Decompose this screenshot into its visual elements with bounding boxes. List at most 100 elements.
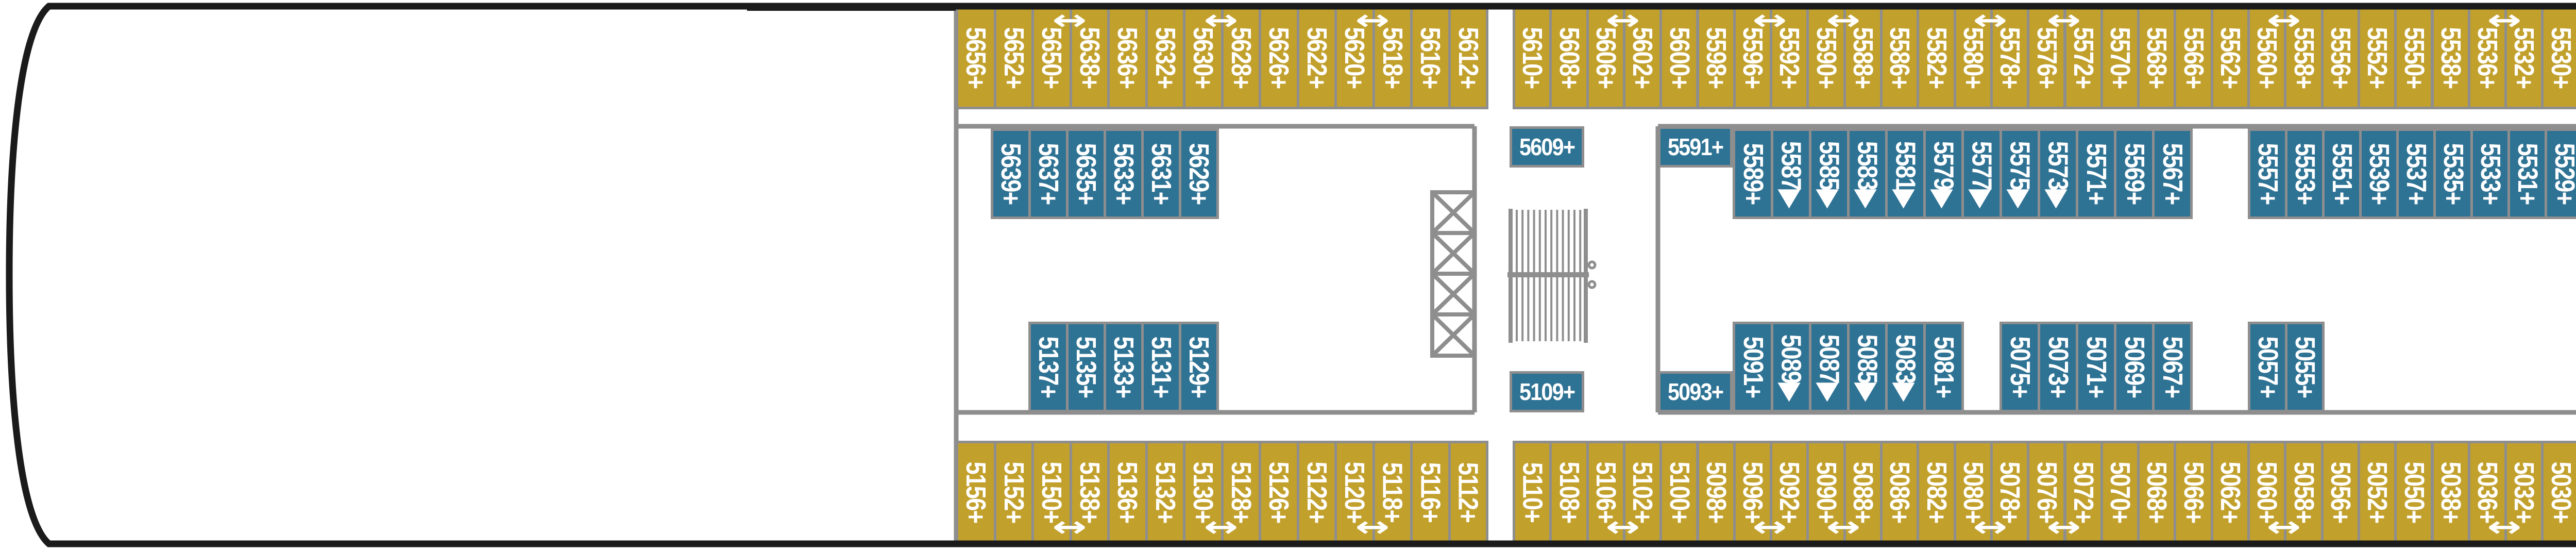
cabin-number: 5556+ bbox=[2325, 27, 2356, 89]
cabin-5567[interactable]: 5567+ bbox=[2152, 128, 2193, 219]
cabin-5600[interactable]: 5600+ bbox=[1659, 6, 1699, 109]
cabin-5069[interactable]: 5069+ bbox=[2114, 322, 2155, 412]
cabin-5093[interactable]: 5093+ bbox=[1658, 371, 1733, 412]
cabin-5635[interactable]: 5635+ bbox=[1066, 128, 1106, 219]
cabin-5585[interactable]: 5585▶ bbox=[1809, 128, 1850, 219]
cabin-5637[interactable]: 5637+ bbox=[1028, 128, 1069, 219]
cabin-5629[interactable]: 5629+ bbox=[1179, 128, 1219, 219]
cabin-5533[interactable]: 5533+ bbox=[2470, 128, 2510, 219]
cabin-5136[interactable]: 5136+ bbox=[1107, 441, 1148, 544]
cabin-5073[interactable]: 5073+ bbox=[2038, 322, 2078, 412]
cabin-5556[interactable]: 5556+ bbox=[2320, 6, 2360, 109]
cabin-5656[interactable]: 5656+ bbox=[956, 6, 996, 109]
cabin-5087[interactable]: 5087▶ bbox=[1809, 322, 1850, 412]
cabin-5552[interactable]: 5552+ bbox=[2357, 6, 2397, 109]
cabin-5050[interactable]: 5050+ bbox=[2394, 441, 2434, 544]
cabin-5551[interactable]: 5551+ bbox=[2322, 128, 2362, 219]
cabin-5610[interactable]: 5610+ bbox=[1513, 6, 1552, 109]
cabin-5591[interactable]: 5591+ bbox=[1658, 126, 1733, 168]
cabin-5109[interactable]: 5109+ bbox=[1510, 371, 1584, 412]
cabin-5530[interactable]: 5530+ bbox=[2541, 6, 2576, 109]
cabin-5030[interactable]: 5030+ bbox=[2541, 441, 2576, 544]
cabin-5566[interactable]: 5566+ bbox=[2174, 6, 2213, 109]
cabin-5091[interactable]: 5091+ bbox=[1733, 322, 1773, 412]
cabin-5569[interactable]: 5569+ bbox=[2114, 128, 2155, 219]
cabin-5626[interactable]: 5626+ bbox=[1259, 6, 1299, 109]
cabin-5539[interactable]: 5539+ bbox=[2359, 128, 2399, 219]
cabin-5538[interactable]: 5538+ bbox=[2431, 6, 2470, 109]
cabin-5587[interactable]: 5587▶ bbox=[1771, 128, 1811, 219]
cabin-number: 5631+ bbox=[1146, 143, 1177, 205]
cabin-5156[interactable]: 5156+ bbox=[956, 441, 996, 544]
cabin-5582[interactable]: 5582+ bbox=[1917, 6, 1956, 109]
cabin-5632[interactable]: 5632+ bbox=[1145, 6, 1185, 109]
cabin-5553[interactable]: 5553+ bbox=[2285, 128, 2325, 219]
cabin-5573[interactable]: 5573▶ bbox=[2038, 128, 2078, 219]
cabin-5126[interactable]: 5126+ bbox=[1259, 441, 1299, 544]
cabin-5070[interactable]: 5070+ bbox=[2100, 441, 2140, 544]
cabin-5052[interactable]: 5052+ bbox=[2357, 441, 2397, 544]
cabin-5122[interactable]: 5122+ bbox=[1296, 441, 1337, 544]
cabin-5652[interactable]: 5652+ bbox=[993, 6, 1034, 109]
cabin-5081[interactable]: 5081+ bbox=[1923, 322, 1964, 412]
cabin-5135[interactable]: 5135+ bbox=[1066, 322, 1106, 412]
cabin-5098[interactable]: 5098+ bbox=[1696, 441, 1736, 544]
cabin-number: 5070+ bbox=[2104, 461, 2136, 523]
cabin-5598[interactable]: 5598+ bbox=[1696, 6, 1736, 109]
cabin-5075[interactable]: 5075+ bbox=[1999, 322, 2040, 412]
cabin-5622[interactable]: 5622+ bbox=[1296, 6, 1337, 109]
cabin-5112[interactable]: 5112+ bbox=[1448, 441, 1488, 544]
cabin-5132[interactable]: 5132+ bbox=[1145, 441, 1185, 544]
cabin-5056[interactable]: 5056+ bbox=[2320, 441, 2360, 544]
cabin-5531[interactable]: 5531+ bbox=[2507, 128, 2547, 219]
cabin-5108[interactable]: 5108+ bbox=[1549, 441, 1589, 544]
cabin-5529[interactable]: 5529+ bbox=[2545, 128, 2576, 219]
cabin-5089[interactable]: 5089▶ bbox=[1771, 322, 1811, 412]
cabin-5152[interactable]: 5152+ bbox=[993, 441, 1034, 544]
cabin-5583[interactable]: 5583▶ bbox=[1847, 128, 1888, 219]
cabin-5636[interactable]: 5636+ bbox=[1107, 6, 1148, 109]
cabin-5057[interactable]: 5057+ bbox=[2248, 322, 2287, 412]
cabin-5137[interactable]: 5137+ bbox=[1028, 322, 1069, 412]
cabin-5550[interactable]: 5550+ bbox=[2394, 6, 2434, 109]
cabin-5129[interactable]: 5129+ bbox=[1179, 322, 1219, 412]
cabin-5083[interactable]: 5083▶ bbox=[1885, 322, 1926, 412]
cabin-5608[interactable]: 5608+ bbox=[1549, 6, 1589, 109]
cabin-5581[interactable]: 5581▶ bbox=[1885, 128, 1926, 219]
cabin-5612[interactable]: 5612+ bbox=[1448, 6, 1488, 109]
cabin-5589[interactable]: 5589+ bbox=[1733, 128, 1773, 219]
cabin-5062[interactable]: 5062+ bbox=[2210, 441, 2250, 544]
cabin-5537[interactable]: 5537+ bbox=[2396, 128, 2436, 219]
cabin-5066[interactable]: 5066+ bbox=[2174, 441, 2213, 544]
cabin-5570[interactable]: 5570+ bbox=[2100, 6, 2140, 109]
cabin-5639[interactable]: 5639+ bbox=[991, 128, 1031, 219]
cabin-5631[interactable]: 5631+ bbox=[1141, 128, 1181, 219]
cabin-5535[interactable]: 5535+ bbox=[2433, 128, 2473, 219]
cabin-5068[interactable]: 5068+ bbox=[2137, 441, 2177, 544]
cabin-5568[interactable]: 5568+ bbox=[2137, 6, 2177, 109]
cabin-5616[interactable]: 5616+ bbox=[1410, 6, 1451, 109]
cabin-5577[interactable]: 5577▶ bbox=[1961, 128, 2002, 219]
cabin-5131[interactable]: 5131+ bbox=[1141, 322, 1181, 412]
cabin-5586[interactable]: 5586+ bbox=[1880, 6, 1920, 109]
cabin-5038[interactable]: 5038+ bbox=[2431, 441, 2470, 544]
cabin-5100[interactable]: 5100+ bbox=[1659, 441, 1699, 544]
cabin-5116[interactable]: 5116+ bbox=[1410, 441, 1451, 544]
cabin-5633[interactable]: 5633+ bbox=[1104, 128, 1144, 219]
cabin-5055[interactable]: 5055+ bbox=[2285, 322, 2325, 412]
cabin-5071[interactable]: 5071+ bbox=[2076, 322, 2116, 412]
cabin-5133[interactable]: 5133+ bbox=[1104, 322, 1144, 412]
cabin-5609[interactable]: 5609+ bbox=[1510, 126, 1584, 168]
cabin-5086[interactable]: 5086+ bbox=[1880, 441, 1920, 544]
cabin-5575[interactable]: 5575▶ bbox=[1999, 128, 2040, 219]
cabin-5110[interactable]: 5110+ bbox=[1513, 441, 1552, 544]
cabin-5085[interactable]: 5085▶ bbox=[1847, 322, 1888, 412]
cabin-5562[interactable]: 5562+ bbox=[2210, 6, 2250, 109]
cabin-5067[interactable]: 5067+ bbox=[2152, 322, 2193, 412]
cabin-5579[interactable]: 5579▶ bbox=[1923, 128, 1964, 219]
cabin-number: 5639+ bbox=[995, 143, 1027, 205]
cabin-5557[interactable]: 5557+ bbox=[2248, 128, 2287, 219]
cabin-5571[interactable]: 5571+ bbox=[2076, 128, 2116, 219]
cabin-5082[interactable]: 5082+ bbox=[1917, 441, 1956, 544]
cabin-number: 5652+ bbox=[998, 27, 1029, 89]
